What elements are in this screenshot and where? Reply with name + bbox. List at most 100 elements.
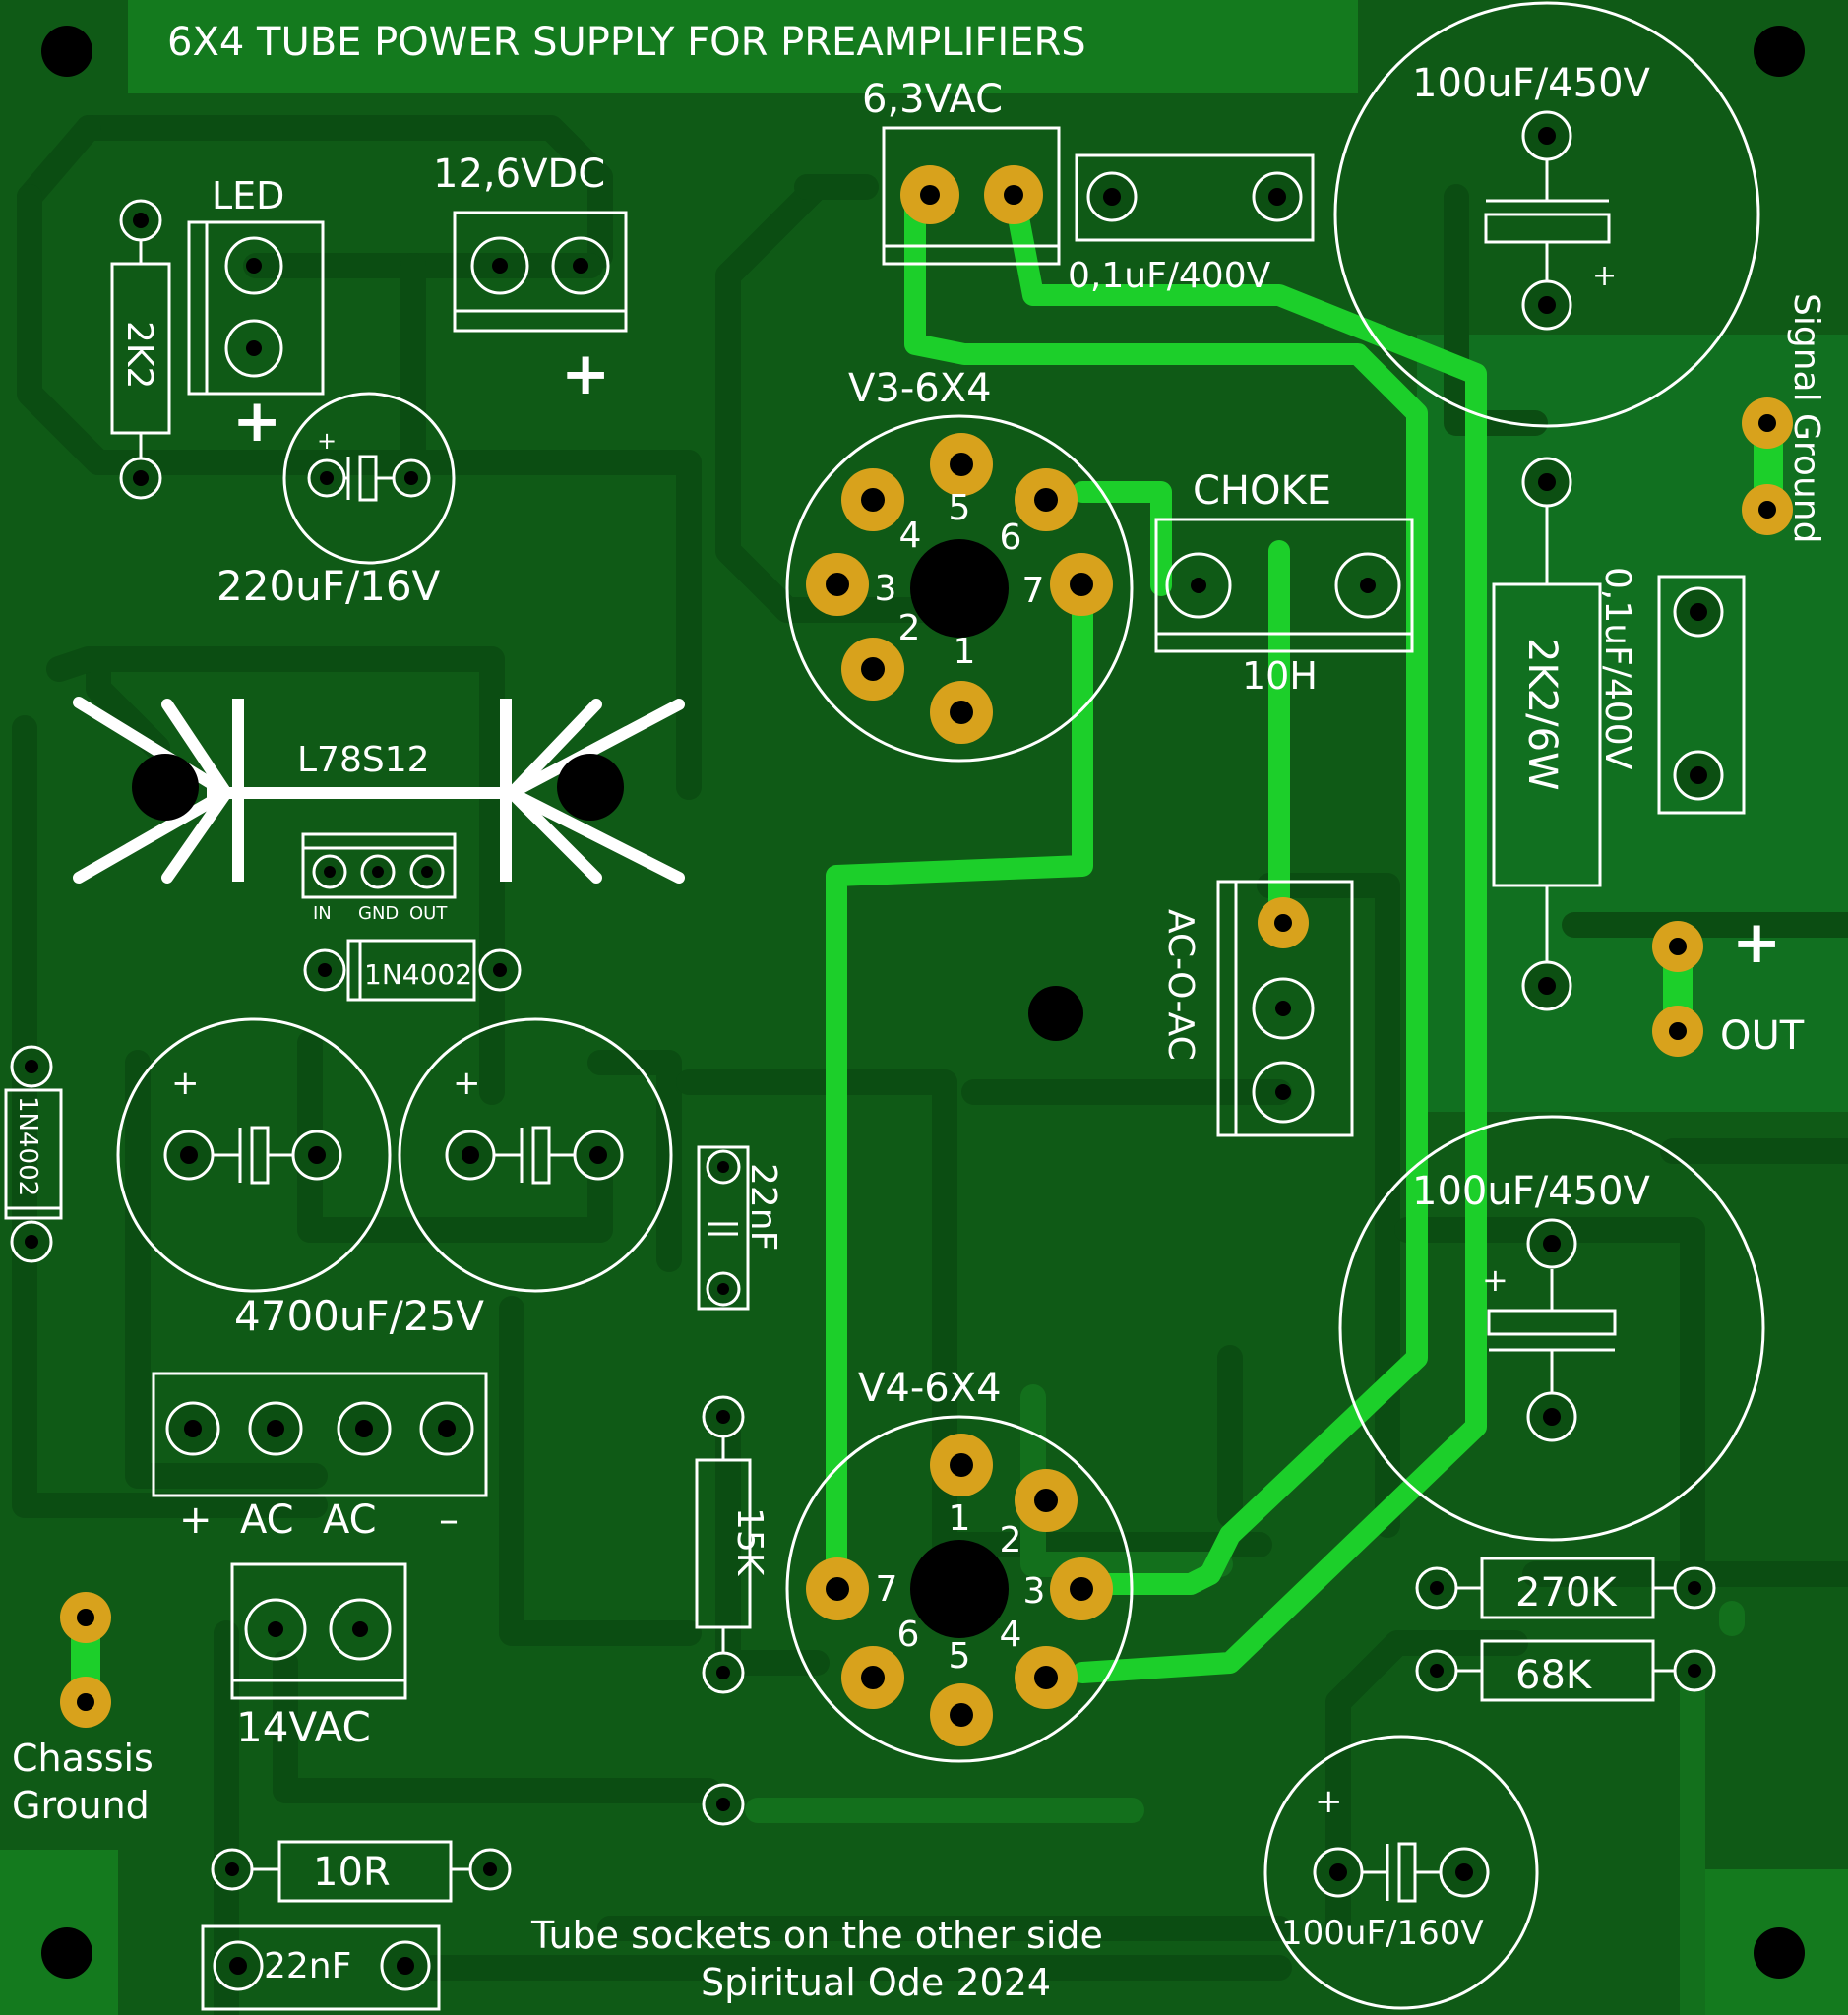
- hv-traces: [826, 181, 1487, 1683]
- terminal-14vac: [230, 1562, 407, 1700]
- regulator-l78s12: [301, 832, 457, 899]
- label-cap-220: 220uF/16V: [216, 562, 441, 610]
- signal-ground-pads: [1742, 397, 1793, 535]
- label-ac-o-ac: AC-O-AC: [1160, 909, 1201, 1061]
- v4-pin-hole-1: [950, 1453, 973, 1477]
- label-res-68k: 68K: [1515, 1653, 1593, 1698]
- label-plus-led: +: [232, 387, 281, 456]
- label-22nf-bottom: 22nF: [264, 1946, 351, 1986]
- label-out: OUT: [1720, 1013, 1805, 1059]
- chassis-ground-pads: [60, 1592, 111, 1728]
- terminal-6-3vac: [882, 126, 1061, 266]
- label-bridge-ac1: AC: [240, 1497, 294, 1543]
- terminal-12-6vdc: [453, 211, 628, 333]
- v3-pin-label-1: 1: [954, 632, 976, 672]
- v4-pin-hole-7: [826, 1577, 849, 1601]
- label-v3: V3-6X4: [848, 366, 992, 411]
- note-text: Tube sockets on the other side: [530, 1914, 1103, 1957]
- cap-220uf: +: [282, 392, 456, 565]
- cap-22nf-v: [697, 1145, 750, 1311]
- cap-100uf-top: +: [1333, 1, 1760, 428]
- v4-pin-hole-5: [950, 1703, 973, 1727]
- cap-bottom-plus: +: [1482, 1261, 1509, 1299]
- label-cap-01-top: 0,1uF/400V: [1068, 256, 1271, 296]
- tube-socket-v3: [785, 414, 1134, 763]
- cap-01uf-top: [1075, 153, 1315, 242]
- credit-text: Spiritual Ode 2024: [701, 1961, 1051, 2004]
- label-14vac: 14VAC: [236, 1703, 371, 1751]
- res-10r: [211, 1840, 512, 1903]
- tube-socket-v4: [785, 1415, 1134, 1763]
- cap-4700uf-left: +: [116, 1017, 392, 1293]
- label-res-270k: 270K: [1515, 1570, 1618, 1616]
- diode-1n4002-h: 1N4002: [303, 939, 522, 1002]
- terminal-ac-o-ac: [1216, 880, 1354, 1137]
- label-bridge-ac2: AC: [323, 1497, 377, 1543]
- v4-pin-label-5: 5: [949, 1636, 971, 1677]
- heatsink: [73, 697, 685, 884]
- cap-top-plus: +: [1592, 259, 1617, 293]
- label-cap-01-right: 0,1uF/400V: [1597, 567, 1637, 770]
- terminal-led: [187, 220, 325, 396]
- v3-pin-label-3: 3: [875, 569, 897, 609]
- v4-pin-hole-3: [1070, 1577, 1093, 1601]
- label-chassis: Chassis: [12, 1737, 154, 1780]
- res-15k: [695, 1395, 752, 1694]
- label-cap-4700: 4700uF/25V: [234, 1292, 484, 1340]
- v4-pin-hole-2: [1034, 1489, 1058, 1512]
- v4-pin-hole-4: [1034, 1666, 1058, 1689]
- label-plus-dc: +: [561, 339, 610, 408]
- board-title: 6X4 TUBE POWER SUPPLY FOR PREAMPLIFIERS: [167, 20, 1086, 65]
- v3-pin-hole-7: [1070, 573, 1093, 596]
- v3-pin-label-5: 5: [949, 488, 971, 528]
- v4-pin-label-1: 1: [949, 1498, 971, 1539]
- v3-pin-label-4: 4: [899, 516, 922, 556]
- cap-4700l-plus: +: [171, 1064, 200, 1103]
- out-pads: [1652, 921, 1703, 1057]
- cap-220-plus: +: [317, 427, 337, 455]
- label-ground: Ground: [12, 1784, 150, 1827]
- diode-1n4002-v: 1N4002: [4, 1045, 63, 1263]
- label-v4: V4-6X4: [858, 1366, 1002, 1411]
- label-cap-160: 100uF/160V: [1281, 1914, 1484, 1953]
- v3-pin-label-6: 6: [1000, 518, 1022, 558]
- res-2k2: [110, 199, 171, 500]
- label-cap-main-top: 100uF/450V: [1412, 61, 1651, 106]
- label-reg-gnd: GND: [358, 903, 399, 924]
- v4-pin-label-7: 7: [876, 1569, 898, 1610]
- cap-100uf-160v: +: [1263, 1735, 1539, 2010]
- v4-pin-label-4: 4: [1000, 1615, 1022, 1655]
- label-choke: CHOKE: [1193, 468, 1331, 514]
- v4-pin-label-2: 2: [1000, 1520, 1022, 1560]
- v3-pin-hole-5: [950, 453, 973, 476]
- v4-pin-label-3: 3: [1023, 1571, 1046, 1612]
- label-led: LED: [212, 174, 284, 217]
- v4-pin-hole-6: [861, 1666, 885, 1689]
- cap-4700uf-right: +: [398, 1017, 673, 1293]
- label-regulator: L78S12: [297, 740, 430, 780]
- label-reg-out: OUT: [409, 903, 448, 924]
- label-signal-ground: Signal Ground: [1786, 293, 1826, 543]
- v3-pin-label-2: 2: [898, 608, 921, 648]
- v3-pin-label-7: 7: [1022, 571, 1045, 611]
- label-plus-out: +: [1732, 908, 1781, 977]
- cap-4700r-plus: +: [453, 1064, 481, 1103]
- label-res-2k2-6w: 2K2/6W: [1519, 638, 1565, 791]
- v3-pin-hole-1: [950, 701, 973, 724]
- cap-22nf-bottom: [201, 1924, 441, 2011]
- label-reg-in: IN: [313, 903, 332, 924]
- label-22nf-v: 22nF: [743, 1163, 783, 1251]
- label-10h: 10H: [1242, 654, 1318, 698]
- res-270k: [1415, 1557, 1716, 1619]
- cap-01uf-right: [1657, 575, 1746, 815]
- label-cap-main-bottom: 100uF/450V: [1412, 1169, 1651, 1214]
- label-bridge-plus: +: [179, 1497, 213, 1543]
- v3-pin-hole-3: [826, 573, 849, 596]
- res-68k: [1415, 1639, 1716, 1702]
- label-res-2k2: 2K2: [119, 321, 159, 389]
- label-6-3vac: 6,3VAC: [862, 77, 1003, 122]
